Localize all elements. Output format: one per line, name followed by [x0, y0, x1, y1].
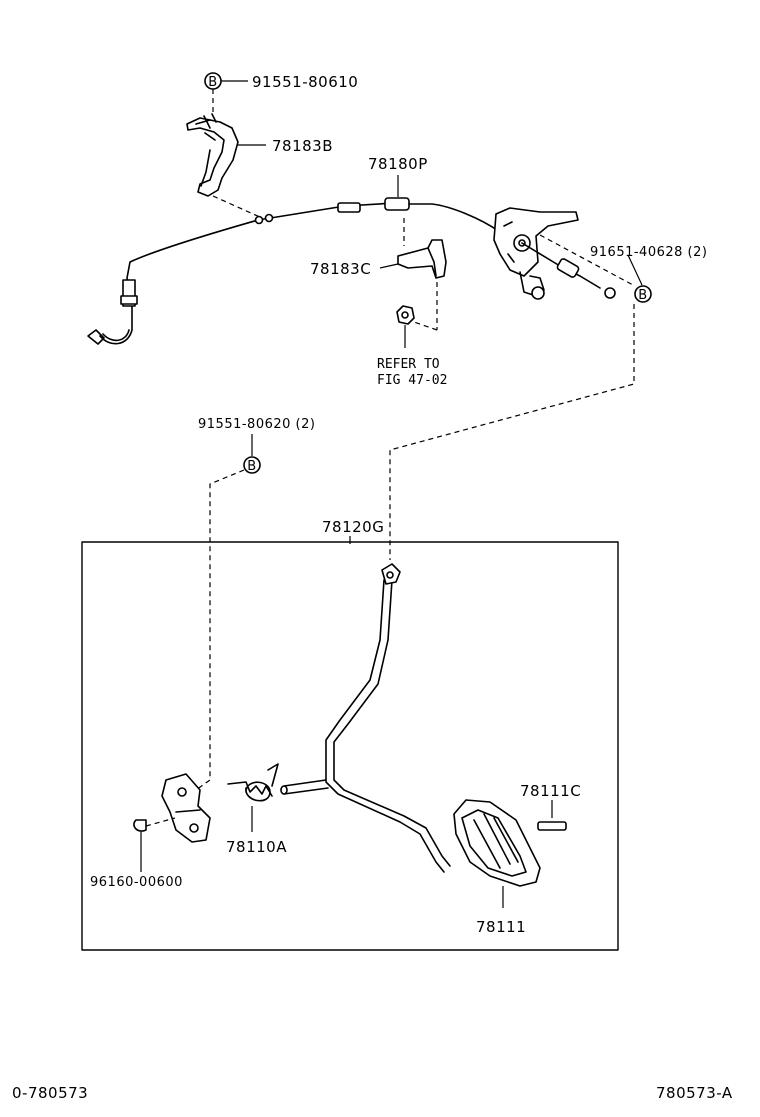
label-78111: 78111	[476, 918, 526, 936]
spring-78110a: 78110A	[226, 763, 287, 856]
label-fig-47-02: FIG 47-02	[377, 373, 447, 388]
cable-78180p: 78180P	[87, 155, 501, 345]
label-78120g: 78120G	[322, 518, 384, 536]
throttle-linkage	[493, 207, 634, 300]
label-96160-00600: 96160-00600	[90, 875, 183, 890]
badge-b-top: B	[208, 75, 217, 90]
label-78180p: 78180P	[368, 155, 428, 173]
bolt-b-mid-callout: 91551-80620 (2) B	[195, 417, 315, 791]
footer-left: 0-780573	[12, 1084, 88, 1102]
bolt-b-right-callout: 91651-40628 (2) B	[590, 245, 707, 303]
pedal-arm	[280, 563, 451, 873]
label-78110a: 78110A	[226, 838, 287, 856]
leader-b-right-to-arm	[389, 304, 635, 560]
footer-right: 780573-A	[656, 1084, 733, 1102]
nut-refer-fig: REFER TO FIG 47-02	[377, 305, 447, 388]
label-91551-80610: 91551-80610	[252, 73, 358, 91]
label-78183c: 78183C	[310, 260, 371, 278]
pin-78111c: 78111C	[520, 782, 581, 831]
assembly-78120g: 78120G	[81, 518, 619, 951]
bracket-78183c: 78183C	[310, 218, 447, 331]
bracket-78183b: 78183B	[186, 113, 333, 219]
pedal-pad-78111: 78111	[453, 799, 541, 936]
label-91651-40628: 91651-40628 (2)	[590, 245, 707, 260]
label-78183b: 78183B	[272, 137, 333, 155]
badge-b-mid: B	[247, 459, 256, 474]
label-refer-to: REFER TO	[377, 357, 440, 372]
bolt-b-top-callout: B 91551-80610	[204, 72, 358, 112]
label-78111c: 78111C	[520, 782, 581, 800]
pedal-bracket-plate: 96160-00600	[90, 773, 211, 890]
badge-b-right: B	[638, 288, 647, 303]
label-91551-80620: 91551-80620 (2)	[198, 417, 315, 432]
